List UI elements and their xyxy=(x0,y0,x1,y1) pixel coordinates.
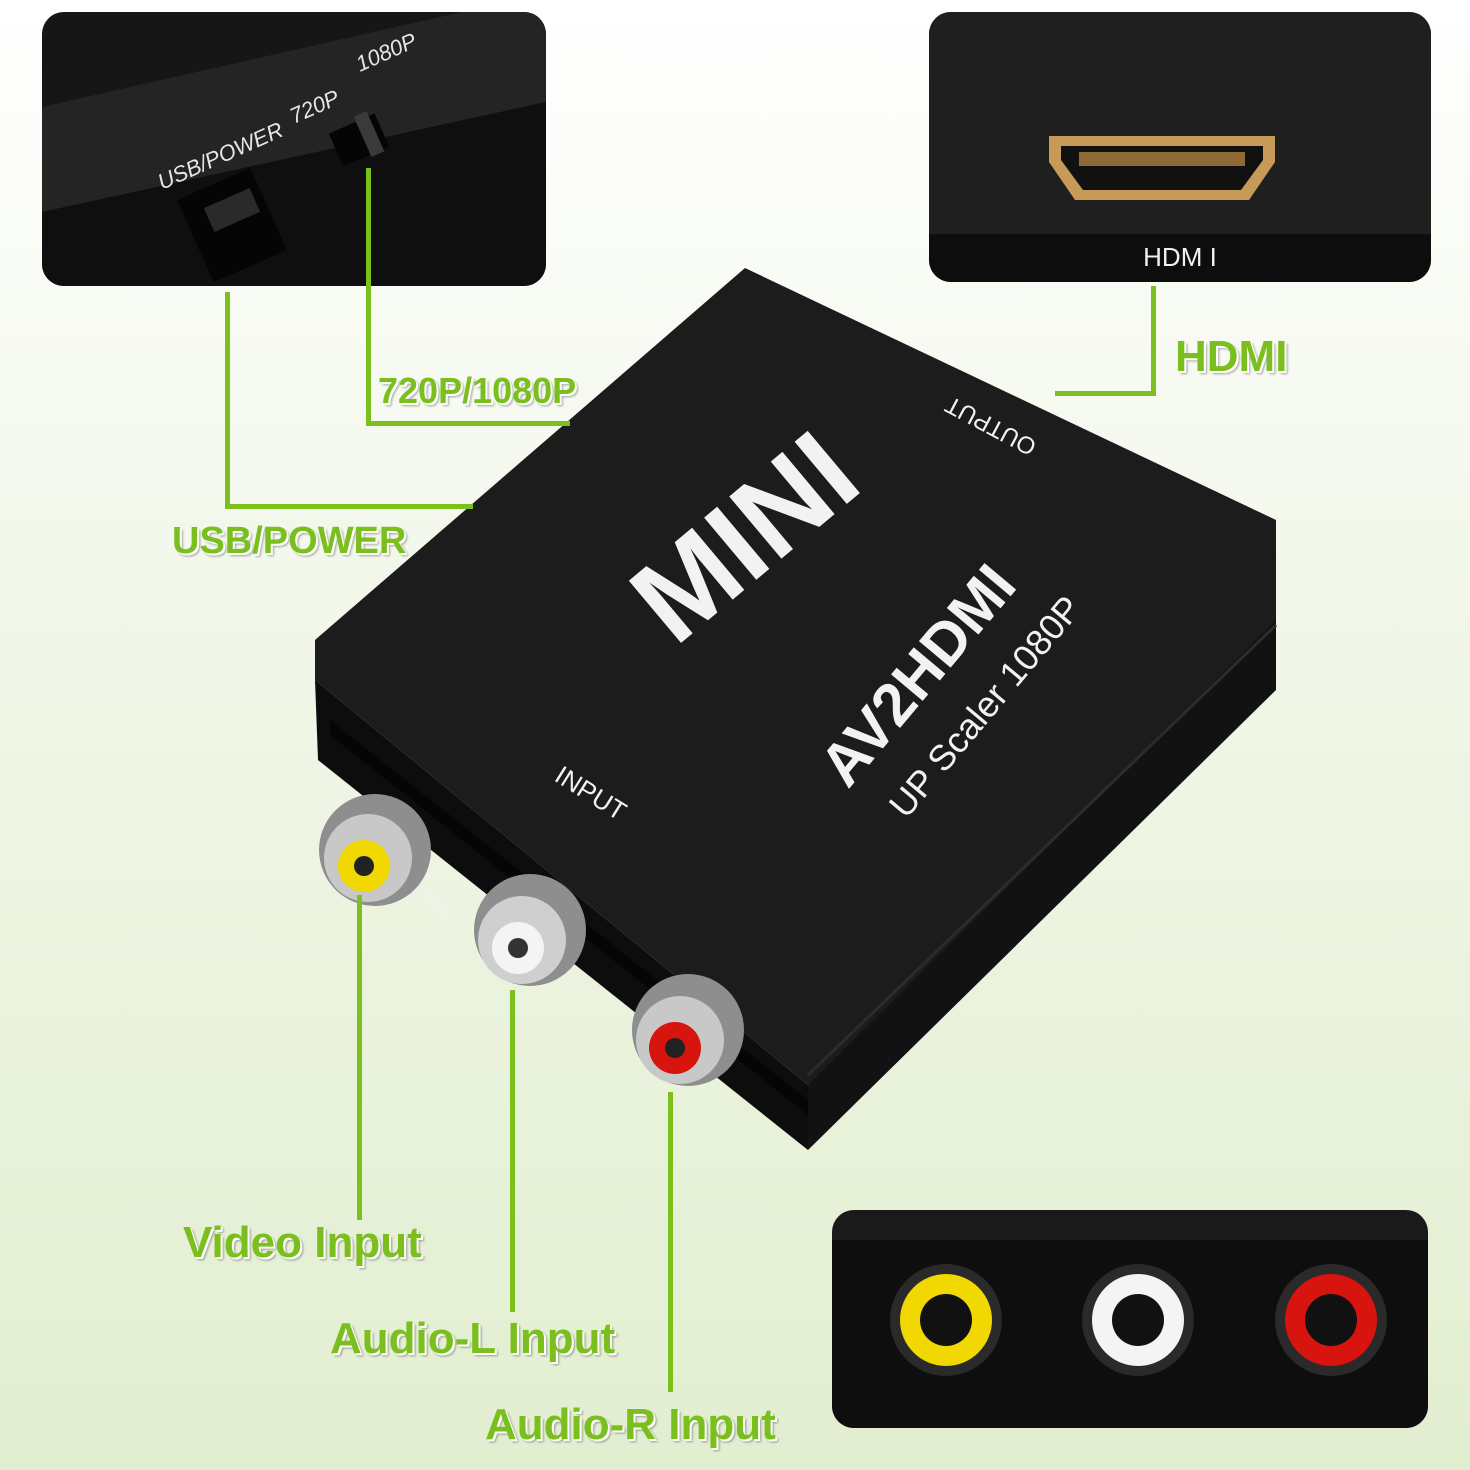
hdmi-port-inset: HDM I xyxy=(929,12,1431,282)
audio-r-input-jack[interactable] xyxy=(632,974,744,1086)
usb-port-icon xyxy=(177,167,287,283)
device-port-label-fragment: VBS xyxy=(416,886,457,922)
audio-l-jack-closeup xyxy=(1082,1264,1194,1376)
hdmi-inset-art xyxy=(929,12,1431,282)
video-jack-closeup xyxy=(890,1264,1002,1376)
rca-jacks-inset-art xyxy=(832,1240,1428,1428)
resolution-leader-vertical xyxy=(366,168,371,426)
usb-power-callout: USB/POWER xyxy=(172,520,407,562)
video-input-callout: Video Input xyxy=(183,1218,422,1267)
audio-l-leader xyxy=(510,990,515,1312)
usb-leader-vertical xyxy=(225,292,230,509)
usb-switch-inset: USB/POWER 720P 1080P xyxy=(42,12,546,286)
hdmi-leader-horizontal xyxy=(1055,391,1156,396)
resolution-callout: 720P/1080P xyxy=(378,370,577,411)
rca-jacks-inset xyxy=(832,1210,1428,1428)
audio-l-input-jack[interactable] xyxy=(474,874,586,986)
usb-switch-inset-art: USB/POWER 720P 1080P xyxy=(42,12,546,286)
audio-r-input-callout: Audio-R Input xyxy=(485,1400,776,1449)
video-leader xyxy=(357,895,362,1220)
audio-l-input-callout: Audio-L Input xyxy=(330,1314,616,1363)
audio-r-jack-closeup xyxy=(1275,1264,1387,1376)
hdmi-leader-vertical xyxy=(1151,286,1156,396)
hdmi-port-label: HDM I xyxy=(1143,242,1217,272)
video-input-jack[interactable] xyxy=(319,794,431,906)
audio-r-leader xyxy=(668,1092,673,1392)
resolution-switch-icon xyxy=(328,113,390,167)
usb-leader-horizontal xyxy=(225,504,473,509)
resolution-leader-horizontal xyxy=(366,421,570,426)
hdmi-callout: HDMI xyxy=(1175,332,1288,381)
